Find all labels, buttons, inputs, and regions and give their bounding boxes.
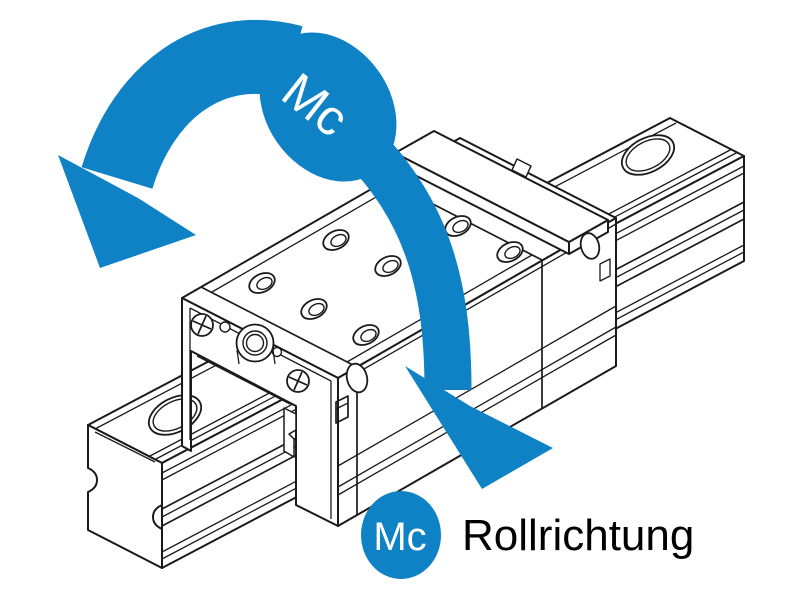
side-lube-port (345, 362, 369, 394)
side-sensor-slot (599, 258, 611, 282)
block-rear-clamp-strip (394, 130, 609, 255)
rail-mounting-hole (620, 134, 676, 176)
roll-direction-arrow-icon: Mc (58, 20, 553, 489)
runner-block-drawing (181, 130, 617, 527)
rail-end-face (87, 424, 163, 569)
side-sensor-slot (335, 395, 349, 424)
grease-nipple (235, 323, 276, 365)
legend-badge-label: Mc (373, 515, 426, 559)
end-cap-screw (286, 369, 310, 393)
arrowhead-left (58, 155, 196, 268)
wiper-clamp-tab (283, 407, 297, 458)
end-cap-pin-hole (271, 346, 283, 358)
legend-badge (361, 491, 441, 579)
arrowhead-bottom (405, 366, 553, 489)
legend-caption: Rollrichtung (462, 511, 694, 560)
end-cap-pin-hole (219, 321, 231, 333)
side-lube-port (579, 232, 601, 260)
legend: Mc Rollrichtung (361, 491, 694, 579)
end-cap-screw (190, 313, 214, 337)
block-end-cap-face (181, 297, 339, 527)
